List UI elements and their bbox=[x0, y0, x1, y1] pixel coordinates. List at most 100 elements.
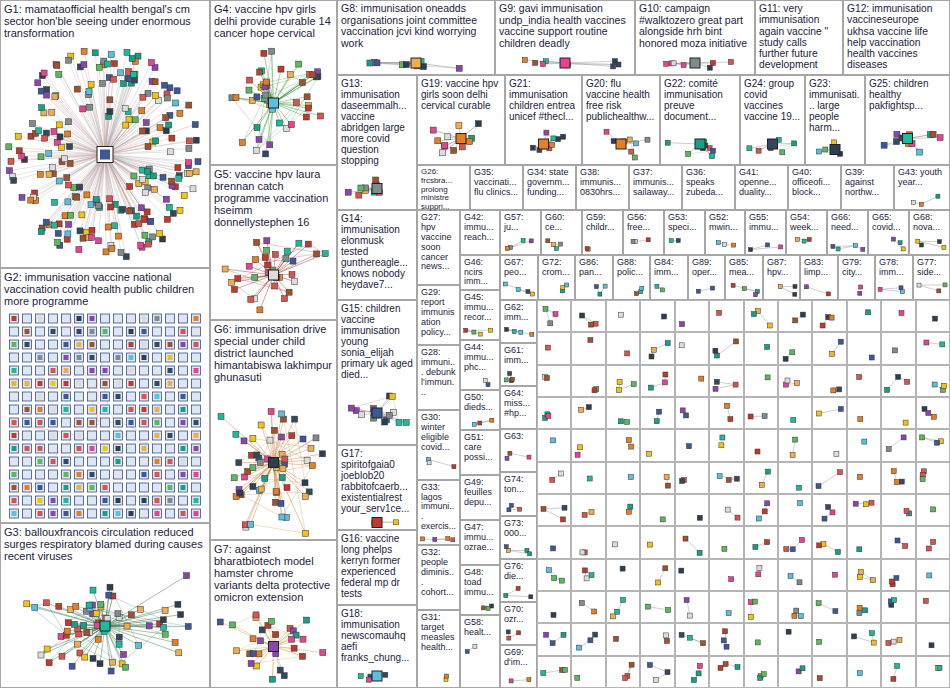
vertex-icon bbox=[140, 128, 146, 134]
vertex-icon bbox=[75, 470, 84, 479]
graph-edge-line bbox=[105, 155, 149, 242]
vertex-icon bbox=[153, 138, 159, 144]
group-tile bbox=[745, 527, 778, 559]
group-tile bbox=[813, 624, 847, 656]
vertex-icon bbox=[619, 312, 624, 317]
vertex-icon bbox=[51, 511, 56, 516]
vertex-icon bbox=[140, 444, 149, 453]
vertex-icon bbox=[89, 234, 95, 240]
graph-edge-line bbox=[105, 155, 190, 174]
vertex-icon bbox=[289, 272, 295, 278]
vertex-icon bbox=[765, 344, 770, 349]
graph-edge-line bbox=[257, 97, 308, 151]
vertex-icon bbox=[282, 456, 288, 462]
vertex-icon bbox=[869, 500, 874, 505]
vertex-icon bbox=[77, 446, 82, 451]
vertex-icon bbox=[273, 489, 279, 495]
group-tile bbox=[917, 463, 950, 494]
vertex-icon bbox=[864, 502, 869, 507]
vertex-icon bbox=[36, 431, 45, 440]
graph-edge-line bbox=[854, 636, 874, 642]
vertex-icon bbox=[95, 636, 101, 642]
vertex-icon bbox=[282, 296, 288, 302]
vertex-icon bbox=[129, 407, 134, 412]
vertex-icon bbox=[166, 379, 175, 388]
vertex-icon bbox=[253, 257, 259, 263]
vertex-icon bbox=[296, 240, 302, 246]
vertex-icon bbox=[299, 80, 305, 86]
vertex-icon bbox=[101, 340, 110, 349]
vertex-icon bbox=[852, 634, 857, 639]
vertex-icon bbox=[62, 496, 71, 505]
vertex-icon bbox=[153, 327, 162, 336]
vertex-icon bbox=[233, 431, 239, 437]
vertex-icon bbox=[279, 411, 285, 417]
vertex-icon bbox=[646, 604, 651, 609]
vertex-icon bbox=[153, 457, 162, 466]
vertex-icon bbox=[179, 444, 188, 453]
vertex-icon bbox=[142, 394, 147, 399]
group-tile bbox=[813, 366, 847, 397]
vertex-icon bbox=[611, 614, 616, 619]
vertex-icon bbox=[857, 547, 862, 552]
vertex-icon bbox=[155, 420, 160, 425]
group-tile bbox=[848, 463, 881, 494]
vertex-icon bbox=[168, 498, 173, 503]
vertex-icon bbox=[680, 322, 685, 327]
group-tile bbox=[917, 592, 950, 623]
vertex-icon bbox=[793, 437, 798, 442]
vertex-icon bbox=[144, 209, 150, 215]
vertex-icon bbox=[134, 213, 140, 219]
group-tile bbox=[745, 463, 778, 494]
vertex-icon bbox=[101, 327, 110, 336]
vertex-icon bbox=[75, 405, 84, 414]
vertex-icon bbox=[153, 444, 162, 453]
vertex-icon bbox=[558, 471, 563, 476]
vertex-icon bbox=[129, 420, 134, 425]
graph-edge-line bbox=[221, 417, 274, 463]
vertex-icon bbox=[107, 97, 113, 103]
vertex-icon bbox=[88, 327, 97, 336]
vertex-icon bbox=[320, 650, 326, 656]
vertex-icon bbox=[88, 340, 97, 349]
vertex-icon bbox=[90, 472, 95, 477]
graph-edge-line bbox=[47, 90, 105, 155]
vertex-icon bbox=[253, 612, 259, 618]
vertex-icon bbox=[51, 420, 56, 425]
vertex-icon bbox=[755, 449, 760, 454]
vertex-icon bbox=[108, 668, 114, 674]
vertex-icon bbox=[184, 573, 190, 579]
vertex-icon bbox=[53, 62, 59, 68]
vertex-icon bbox=[621, 598, 626, 603]
vertex-icon bbox=[259, 627, 265, 633]
vertex-icon bbox=[153, 392, 162, 401]
vertex-icon bbox=[584, 576, 589, 581]
vertex-icon bbox=[239, 140, 245, 146]
vertex-icon bbox=[250, 484, 256, 490]
vertex-icon bbox=[543, 306, 548, 311]
vertex-icon bbox=[923, 598, 928, 603]
vertex-icon bbox=[24, 601, 30, 607]
vertex-icon bbox=[96, 238, 102, 244]
group-tile bbox=[813, 398, 847, 429]
graph-edge-line bbox=[46, 155, 105, 223]
vertex-icon bbox=[194, 511, 199, 516]
group-tile bbox=[710, 398, 744, 429]
vertex-icon bbox=[242, 474, 248, 480]
vertex-icon bbox=[140, 379, 149, 388]
vertex-icon bbox=[579, 601, 584, 606]
vertex-icon bbox=[114, 314, 123, 323]
vertex-icon bbox=[64, 433, 69, 438]
vertex-icon bbox=[300, 436, 306, 442]
vertex-icon bbox=[305, 105, 311, 111]
group-label: G5: vaccine hpv laura brennan catch prog… bbox=[214, 168, 333, 228]
vertex-icon bbox=[144, 168, 150, 174]
vertex-icon bbox=[122, 105, 128, 111]
vertex-icon bbox=[194, 342, 199, 347]
vertex-icon bbox=[114, 327, 123, 336]
graph-edge-line bbox=[233, 615, 256, 625]
group-tile bbox=[779, 430, 812, 462]
vertex-icon bbox=[142, 329, 147, 334]
group-tile bbox=[779, 657, 812, 688]
vertex-icon bbox=[79, 212, 85, 218]
